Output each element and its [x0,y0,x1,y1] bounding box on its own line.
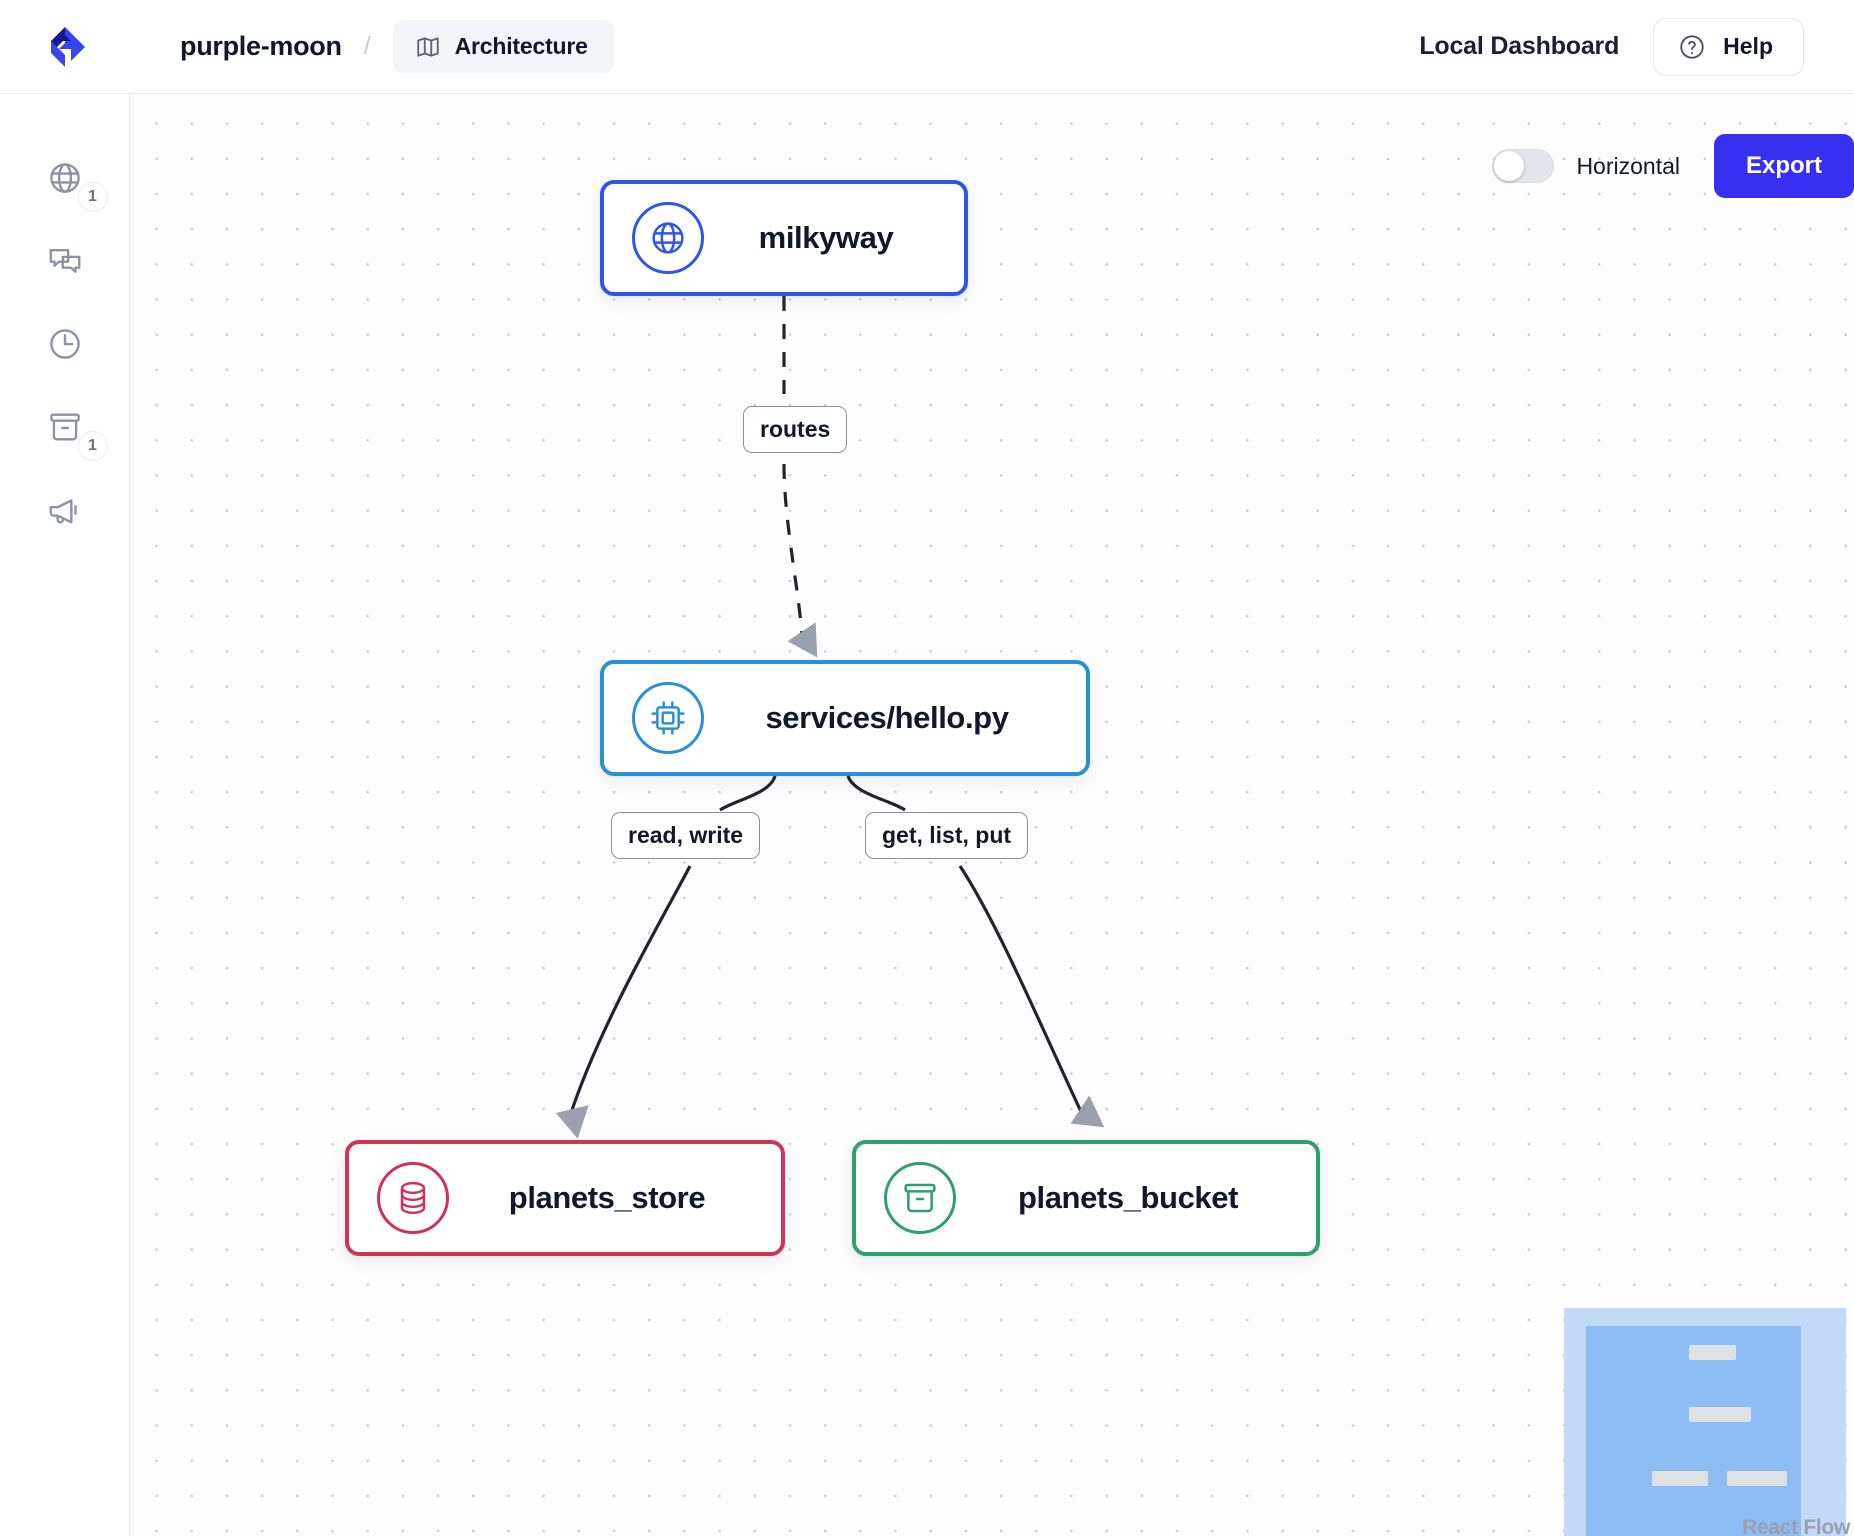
globe-icon [652,222,684,254]
project-name[interactable]: purple-moon [180,31,342,61]
clock-icon [49,328,80,359]
breadcrumb-separator: / [363,32,371,60]
question-circle-icon [1680,34,1704,59]
tab-architecture[interactable]: Architecture [392,20,614,73]
edge-label-routes[interactable]: routes [743,406,848,453]
edge-service-to-store [570,775,777,1116]
node-icon-wrapper [632,682,704,754]
breadcrumb: purple-moon / Architecture [130,20,614,73]
app-logo[interactable] [0,0,130,94]
minimap-node [1689,1345,1736,1360]
dashboard-title: Local Dashboard [1419,32,1620,60]
horizontal-toggle-label: Horizontal [1576,152,1680,179]
help-button[interactable]: Help [1653,17,1804,76]
node-icon-wrapper [632,202,704,274]
minimap-node [1689,1407,1751,1422]
node-label: milkyway [758,220,894,255]
app-logo-icon [51,26,85,67]
cpu-chip-icon [651,701,685,735]
canvas-toolbar: Horizontal Export [1492,134,1854,198]
edge-service-to-bucket [846,775,1083,1116]
edge-milkyway-to-service [784,296,802,639]
minimap-viewport[interactable] [1586,1326,1801,1536]
export-button[interactable]: Export [1713,134,1854,198]
help-button-label: Help [1723,33,1773,59]
sidebar-badge-storage: 1 [77,431,108,461]
sidebar-item-notifications[interactable] [0,468,130,551]
sidebar-item-schedules[interactable] [0,302,130,385]
chat-icon [49,248,80,273]
sidebar-item-storage[interactable]: 1 [0,385,130,468]
left-sidebar: 1 1 [0,94,130,1536]
toggle-knob [1494,151,1525,181]
minimap[interactable] [1564,1308,1846,1536]
globe-icon [49,162,80,193]
sidebar-item-endpoints[interactable]: 1 [0,136,130,219]
edge-label-read-write[interactable]: read, write [611,812,761,859]
sidebar-badge-endpoints: 1 [77,182,108,212]
bucket-icon [49,412,80,441]
sidebar-item-messaging[interactable] [0,219,130,302]
react-flow-attribution[interactable]: React Flow [1742,1516,1850,1536]
bucket-icon [904,1183,936,1213]
node-label: planets_bucket [1017,1180,1239,1215]
node-icon-wrapper [377,1162,449,1234]
megaphone-icon [49,498,77,524]
edges-layer [130,296,1854,1536]
node-label: services/hello.py [765,700,1009,735]
header-actions: Local Dashboard Help [1419,17,1854,76]
node-milkyway[interactable]: milkyway [600,180,968,296]
edge-label-get-list-put[interactable]: get, list, put [865,812,1029,859]
database-icon [400,1181,426,1215]
node-planets-store[interactable]: planets_store [345,1140,785,1256]
horizontal-layout-toggle[interactable] [1492,149,1555,183]
node-label: planets_store [508,1180,706,1215]
top-header: purple-moon / Architecture Local Dashboa… [0,0,1854,94]
minimap-node [1727,1471,1787,1486]
tab-architecture-label: Architecture [454,33,588,59]
minimap-node [1652,1471,1708,1486]
node-services-hello-py[interactable]: services/hello.py [600,660,1090,776]
node-icon-wrapper [884,1162,956,1234]
map-icon [416,36,439,57]
architecture-canvas[interactable]: Horizontal Export milkyway services/ [130,94,1854,1536]
